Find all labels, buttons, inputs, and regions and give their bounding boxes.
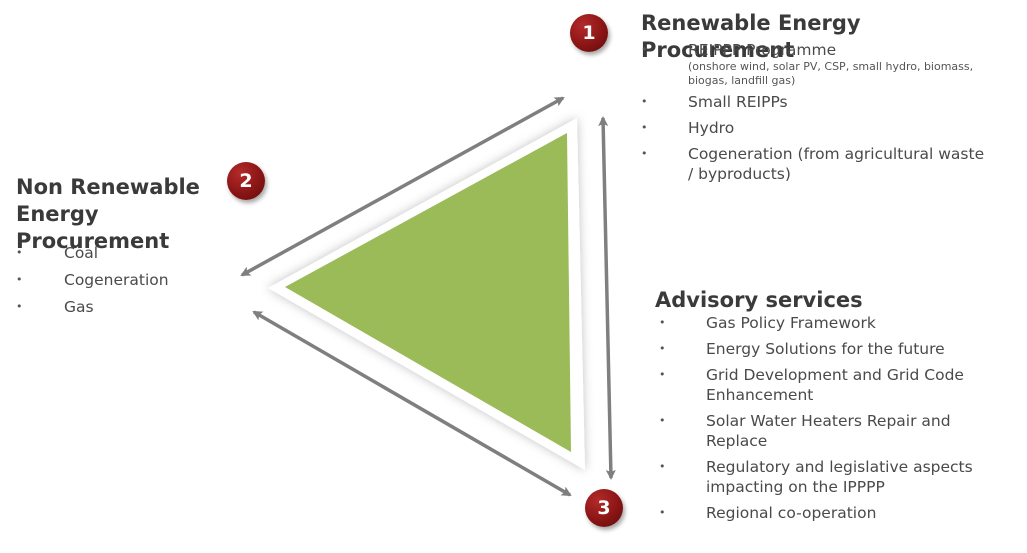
arrow-renewable-advisory	[598, 116, 616, 480]
triangle-fill	[285, 133, 571, 452]
badge-3: 3	[585, 489, 623, 527]
list-item: • Energy Solutions for the future	[659, 339, 999, 365]
list-item: • Hydro	[641, 118, 1021, 144]
renewable-item-note: (onshore wind, solar PV, CSP, small hydr…	[688, 60, 974, 87]
renewable-list: • REIPPP Programme (onshore wind, solar …	[641, 40, 1021, 184]
bullet-icon: •	[641, 43, 648, 56]
advisory-item-label: Grid Development and Grid Code Enhanceme…	[706, 366, 964, 404]
renewable-item-label: Hydro	[688, 119, 735, 137]
bullet-icon: •	[659, 414, 666, 427]
bullet-icon: •	[659, 460, 666, 473]
list-item: • Gas Policy Framework	[659, 313, 999, 339]
list-item: • Coal	[16, 243, 236, 270]
list-item: • Cogeneration	[16, 270, 236, 297]
renewable-heading: Renewable Energy Procurement	[641, 11, 861, 62]
list-item: • Grid Development and Grid Code Enhance…	[659, 365, 996, 411]
bullet-icon: •	[659, 316, 666, 329]
list-item: • Solar Water Heaters Repair and Replace	[659, 411, 971, 457]
non-renewable-item-label: Cogeneration	[64, 271, 169, 289]
advisory-item-label: Regulatory and legislative aspects impac…	[706, 458, 973, 496]
renewable-item-label: Cogeneration (from agricultural waste / …	[688, 145, 985, 183]
list-item: • Cogeneration (from agricultural waste …	[641, 144, 988, 184]
non-renewable-heading: Non Renewable Energy Procurement	[16, 175, 200, 253]
list-item: • Regional co-operation	[659, 503, 999, 529]
bullet-icon: •	[16, 273, 23, 286]
advisory-item-label: Solar Water Heaters Repair and Replace	[706, 412, 951, 450]
bullet-icon: •	[659, 368, 666, 381]
advisory-item-label: Regional co-operation	[706, 504, 877, 522]
bullet-icon: •	[16, 300, 23, 313]
advisory-item-label: Gas Policy Framework	[706, 314, 876, 332]
list-item: • REIPPP Programme (onshore wind, solar …	[641, 40, 1021, 92]
non-renewable-item-label: Gas	[64, 298, 94, 316]
badge-2: 2	[227, 162, 265, 200]
bullet-icon: •	[659, 342, 666, 355]
non-renewable-list: • Coal • Cogeneration • Gas	[16, 243, 236, 324]
advisory-item-label: Energy Solutions for the future	[706, 340, 945, 358]
bullet-icon: •	[641, 121, 648, 134]
bullet-icon: •	[659, 506, 666, 519]
non-renewable-item-label: Coal	[64, 244, 99, 262]
advisory-heading: Advisory services	[655, 288, 863, 312]
bullet-icon: •	[16, 246, 23, 259]
badge-1: 1	[570, 14, 608, 52]
arrow-nonrenewable-advisory	[252, 310, 572, 497]
arrow-renewable-nonrenewable	[240, 96, 565, 277]
list-item: • Regulatory and legislative aspects imp…	[659, 457, 996, 503]
bullet-icon: •	[641, 95, 648, 108]
list-item: • Small REIPPs	[641, 92, 1021, 118]
renewable-item-label: Small REIPPs	[688, 93, 788, 111]
advisory-list: • Gas Policy Framework • Energy Solution…	[659, 313, 999, 529]
renewable-item-label: REIPPP Programme	[688, 41, 837, 59]
bullet-icon: •	[641, 147, 648, 160]
list-item: • Gas	[16, 297, 236, 324]
